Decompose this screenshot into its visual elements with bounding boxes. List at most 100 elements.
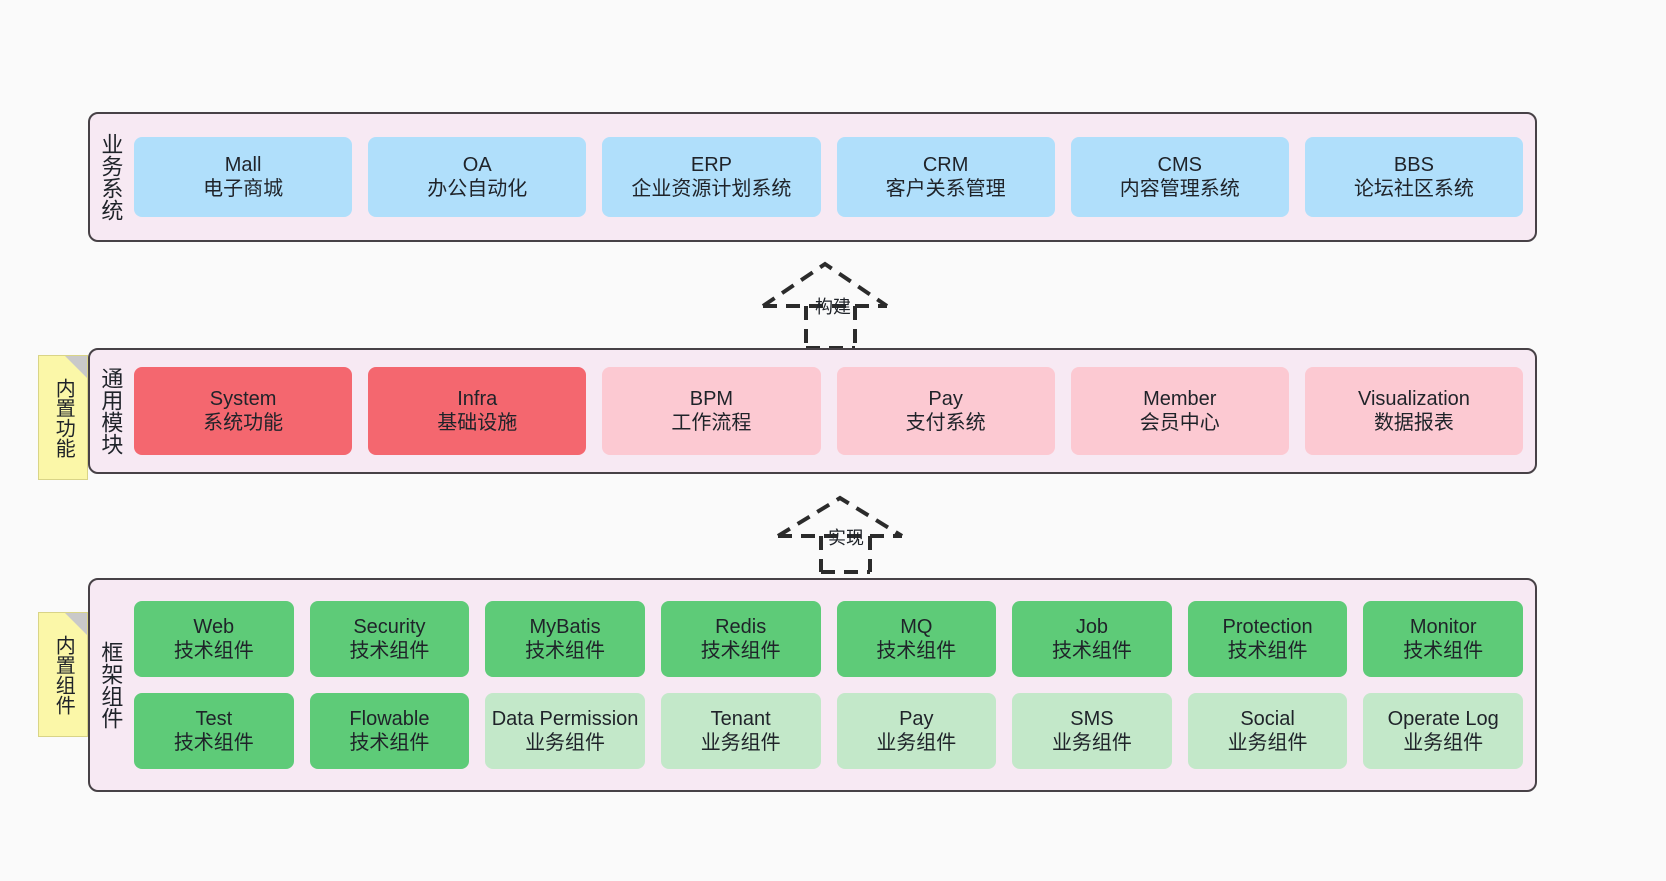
card-title: SMS — [1070, 707, 1114, 730]
note-builtin-components[interactable]: 内置组件 — [38, 612, 88, 737]
card-subtitle: 技术组件 — [173, 732, 254, 754]
card-subtitle: 支付系统 — [905, 412, 986, 434]
card-subtitle: 论坛社区系统 — [1353, 178, 1474, 200]
business-card-mall[interactable]: Mall 电子商城 — [134, 137, 353, 217]
module-card-visualization[interactable]: Visualization 数据报表 — [1304, 367, 1524, 455]
component-card-pay[interactable]: Pay 业务组件 — [836, 693, 997, 769]
card-subtitle: 业务组件 — [700, 732, 781, 754]
card-subtitle: 工作流程 — [671, 412, 752, 434]
layer-common-modules[interactable]: 通用模块 System 系统功能 Infra 基础设施 BPM 工作流程 Pay — [88, 348, 1537, 474]
card-title: Operate Log — [1387, 707, 1499, 730]
module-card-member[interactable]: Member 会员中心 — [1070, 367, 1289, 455]
module-card-pay[interactable]: Pay 支付系统 — [836, 367, 1055, 455]
modules-card-row: System 系统功能 Infra 基础设施 BPM 工作流程 Pay 支付系统… — [134, 367, 1524, 455]
connector-implement-label: 实现 — [828, 528, 864, 548]
card-title: Flowable — [349, 707, 430, 730]
card-subtitle: 基础设施 — [437, 412, 518, 434]
note-label: 内置组件 — [52, 634, 75, 715]
module-card-infra[interactable]: Infra 基础设施 — [368, 367, 587, 455]
card-title: MQ — [900, 615, 933, 638]
layer-business-body: Mall 电子商城 OA 办公自动化 ERP 企业资源计划系统 CRM 客户关系… — [130, 114, 1535, 240]
card-title: Protection — [1222, 615, 1313, 638]
card-subtitle: 办公自动化 — [427, 178, 528, 200]
component-card-social[interactable]: Social 业务组件 — [1187, 693, 1348, 769]
card-subtitle: 数据报表 — [1373, 412, 1454, 434]
framework-tech-row: Web 技术组件 Security 技术组件 MyBatis 技术组件 Redi… — [134, 601, 1523, 677]
card-subtitle: 系统功能 — [203, 412, 284, 434]
layer-business-systems[interactable]: 业务系统 Mall 电子商城 OA 办公自动化 ERP 企业资源计划系统 CRM — [88, 112, 1537, 242]
card-title: System — [209, 387, 277, 410]
card-title: Test — [195, 707, 233, 730]
card-subtitle: 客户关系管理 — [885, 178, 1006, 200]
business-card-crm[interactable]: CRM 客户关系管理 — [836, 137, 1055, 217]
component-card-security[interactable]: Security 技术组件 — [309, 601, 470, 677]
card-subtitle: 技术组件 — [1227, 640, 1308, 662]
card-title: ERP — [690, 153, 732, 176]
component-card-protection[interactable]: Protection 技术组件 — [1187, 601, 1348, 677]
component-card-sms[interactable]: SMS 业务组件 — [1012, 693, 1172, 769]
component-card-job[interactable]: Job 技术组件 — [1012, 601, 1172, 677]
card-title: Data Permission — [491, 707, 639, 730]
module-card-bpm[interactable]: BPM 工作流程 — [602, 367, 821, 455]
component-card-mybatis[interactable]: MyBatis 技术组件 — [485, 601, 645, 677]
component-card-flowable[interactable]: Flowable 技术组件 — [309, 693, 470, 769]
business-card-cms[interactable]: CMS 内容管理系统 — [1070, 137, 1289, 217]
card-subtitle: 技术组件 — [1403, 640, 1484, 662]
card-title: Pay — [899, 707, 934, 730]
card-subtitle: 技术组件 — [173, 640, 254, 662]
component-card-monitor[interactable]: Monitor 技术组件 — [1363, 601, 1523, 677]
card-subtitle: 企业资源计划系统 — [631, 178, 792, 200]
card-title: BBS — [1393, 153, 1434, 176]
module-card-system[interactable]: System 系统功能 — [134, 367, 353, 455]
note-fold-corner-icon — [65, 613, 87, 635]
layer-framework-components[interactable]: 框架组件 Web 技术组件 Security 技术组件 MyBatis 技术组件… — [88, 578, 1537, 792]
component-card-mq[interactable]: MQ 技术组件 — [836, 601, 997, 677]
card-subtitle: 内容管理系统 — [1119, 178, 1240, 200]
card-title: Infra — [457, 387, 498, 410]
card-subtitle: 技术组件 — [876, 640, 957, 662]
card-subtitle: 技术组件 — [525, 640, 606, 662]
card-subtitle: 业务组件 — [876, 732, 957, 754]
note-fold-corner-icon — [65, 356, 87, 378]
connector-build-label: 构建 — [815, 297, 851, 317]
layer-modules-title: 通用模块 — [98, 367, 124, 455]
business-card-oa[interactable]: OA 办公自动化 — [368, 137, 587, 217]
card-title: Tenant — [710, 707, 771, 730]
card-title: BPM — [689, 387, 734, 410]
component-card-operate-log[interactable]: Operate Log 业务组件 — [1363, 693, 1523, 769]
card-subtitle: 业务组件 — [1227, 732, 1308, 754]
card-title: Social — [1240, 707, 1295, 730]
note-label: 内置功能 — [52, 377, 75, 458]
card-title: Visualization — [1357, 387, 1470, 410]
card-title: Member — [1143, 387, 1217, 410]
business-card-erp[interactable]: ERP 企业资源计划系统 — [602, 137, 821, 217]
business-card-bbs[interactable]: BBS 论坛社区系统 — [1304, 137, 1524, 217]
card-title: Redis — [715, 615, 767, 638]
card-title: Mall — [224, 153, 262, 176]
framework-business-row: Test 技术组件 Flowable 技术组件 Data Permission … — [134, 693, 1523, 769]
component-card-tenant[interactable]: Tenant 业务组件 — [660, 693, 821, 769]
note-builtin-features[interactable]: 内置功能 — [38, 355, 88, 480]
card-subtitle: 技术组件 — [700, 640, 781, 662]
layer-business-title: 业务系统 — [98, 133, 124, 221]
card-subtitle: 技术组件 — [349, 732, 430, 754]
card-title: Job — [1075, 615, 1109, 638]
card-title: OA — [462, 153, 492, 176]
layer-modules-body: System 系统功能 Infra 基础设施 BPM 工作流程 Pay 支付系统… — [130, 350, 1535, 472]
component-card-data-permission[interactable]: Data Permission 业务组件 — [485, 693, 645, 769]
card-subtitle: 电子商城 — [203, 178, 284, 200]
card-subtitle: 业务组件 — [525, 732, 606, 754]
card-title: CRM — [922, 153, 969, 176]
card-title: MyBatis — [529, 615, 601, 638]
card-title: Pay — [928, 387, 963, 410]
card-subtitle: 技术组件 — [1051, 640, 1132, 662]
card-title: Monitor — [1409, 615, 1477, 638]
component-card-web[interactable]: Web 技术组件 — [134, 601, 294, 677]
card-title: CMS — [1157, 153, 1202, 176]
business-card-row: Mall 电子商城 OA 办公自动化 ERP 企业资源计划系统 CRM 客户关系… — [134, 137, 1524, 217]
card-subtitle: 技术组件 — [349, 640, 430, 662]
component-card-redis[interactable]: Redis 技术组件 — [660, 601, 821, 677]
layer-framework-body: Web 技术组件 Security 技术组件 MyBatis 技术组件 Redi… — [130, 580, 1535, 790]
component-card-test[interactable]: Test 技术组件 — [134, 693, 294, 769]
